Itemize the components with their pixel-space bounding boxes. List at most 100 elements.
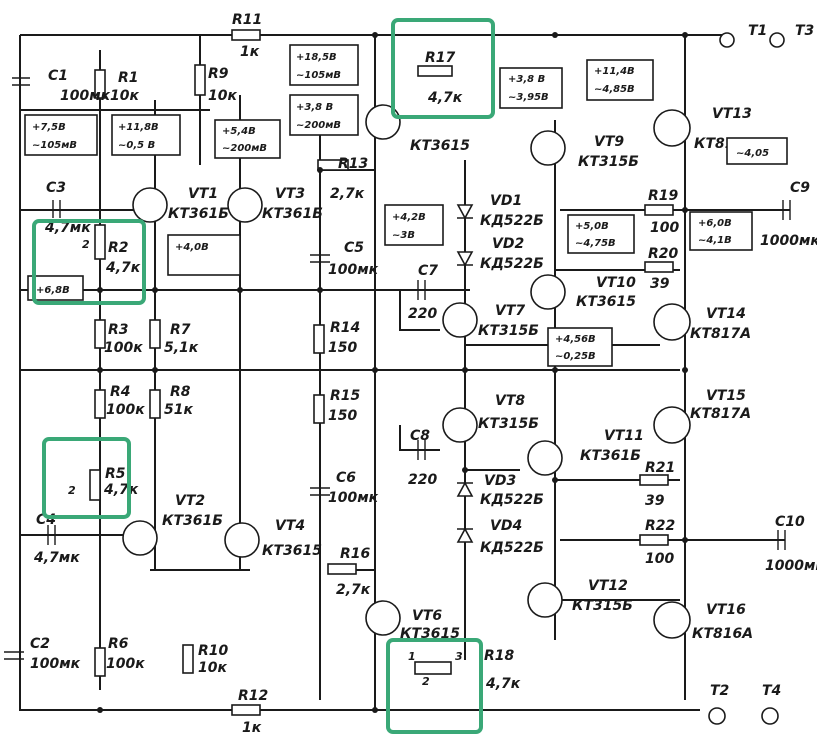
capacitor-c6 xyxy=(310,487,330,496)
vt6-ref: VT6 xyxy=(412,608,442,624)
vt7-ref: VT7 xyxy=(495,303,525,319)
vt11-ref: VT11 xyxy=(604,428,644,444)
r20-ref: R20 xyxy=(648,246,679,262)
r10-value: 10к xyxy=(198,660,227,676)
transistor-vt14-symbol xyxy=(653,303,691,341)
diode-vd3-symbol xyxy=(456,481,474,497)
r12-ref: R12 xyxy=(238,688,268,704)
capacitor-c4 xyxy=(47,525,56,545)
resistor-r19 xyxy=(644,204,674,216)
r16-ref: R16 xyxy=(340,546,371,562)
m9-line2: ~3В xyxy=(392,230,415,241)
r3-ref: R3 xyxy=(108,322,129,338)
c5-ref: C5 xyxy=(344,240,364,256)
c8-value: 220 xyxy=(408,472,437,488)
vd4-type: КД522Б xyxy=(480,540,544,556)
highlight-r17 xyxy=(391,18,495,119)
r5-ref: R5 xyxy=(105,466,126,482)
r16-value: 2,7к xyxy=(336,582,371,598)
capacitor-c3 xyxy=(52,200,61,218)
measurement-box-m4 xyxy=(289,44,359,86)
r3-value: 100к xyxy=(104,340,143,356)
r15-value: 150 xyxy=(328,408,357,424)
measurement-box-m9 xyxy=(384,204,444,246)
r14-ref: R14 xyxy=(330,320,360,336)
measurement-box-m7 xyxy=(586,59,654,101)
capacitor-c5 xyxy=(310,254,330,263)
transistor-vt3-symbol xyxy=(227,187,263,223)
m2-line1: +11,8В xyxy=(118,122,159,133)
measurement-box-m5 xyxy=(289,94,359,136)
m3-line2: ~200мВ xyxy=(222,143,267,154)
c3-value: 4,7мк xyxy=(44,220,91,236)
vt2-ref: VT2 xyxy=(175,493,205,509)
resistor-r16 xyxy=(327,563,357,575)
vt5-type: КТ3615 xyxy=(410,138,470,154)
m10-line1: +5,0В xyxy=(575,221,609,232)
r19-value: 100 xyxy=(650,220,679,236)
transistor-vt7-symbol xyxy=(442,302,478,338)
vt7-type: КТ315Б xyxy=(478,323,539,339)
r10-ref: R10 xyxy=(198,643,229,659)
transistor-vt16-symbol xyxy=(653,601,691,639)
r5-pin-2: 2 xyxy=(68,484,76,497)
resistor-r3 xyxy=(94,319,106,349)
r8-value: 51к xyxy=(164,402,193,418)
terminal-t4[interactable] xyxy=(761,707,779,725)
c6-value: 100мк xyxy=(328,490,379,506)
terminal-t2[interactable] xyxy=(708,707,726,725)
terminal-t2-label: T2 xyxy=(710,683,729,699)
r1-value: 10к xyxy=(110,88,139,104)
measurement-box-m14 xyxy=(27,275,84,301)
c8-ref: C8 xyxy=(410,428,430,444)
capacitor-c1 xyxy=(12,77,30,86)
vd1-type: КД522Б xyxy=(480,213,544,229)
vt11-type: КТ361Б xyxy=(580,448,641,464)
transistor-vt6-symbol xyxy=(365,600,401,636)
resistor-r2 xyxy=(94,224,106,260)
vt3-type: КТ361Б xyxy=(262,206,323,222)
vt12-type: КТ315Б xyxy=(572,598,633,614)
vd2-ref: VD2 xyxy=(492,236,524,252)
diode-vd1-symbol xyxy=(456,204,474,220)
vt14-type: КТ817А xyxy=(690,326,751,342)
c5-value: 100мк xyxy=(328,262,379,278)
measurement-box-m13 xyxy=(547,327,613,367)
vt15-ref: VT15 xyxy=(706,388,746,404)
vt12-ref: VT12 xyxy=(588,578,628,594)
measurement-boxes: +7,5В ~105мВ +11,8В ~0,5 В +5,4В ~200мВ … xyxy=(24,44,788,367)
r9-ref: R9 xyxy=(208,66,229,82)
r22-value: 100 xyxy=(645,551,674,567)
r18-ref: R18 xyxy=(484,648,515,664)
vd1-ref: VD1 xyxy=(490,193,522,209)
r2-value: 4,7к xyxy=(105,260,141,276)
m10-line2: ~4,75В xyxy=(575,238,616,249)
m12-line1: +4,0В xyxy=(175,242,209,253)
r19-ref: R19 xyxy=(648,188,679,204)
c10-ref: C10 xyxy=(775,514,805,530)
vt3-ref: VT3 xyxy=(275,186,305,202)
transistor-vt9-symbol xyxy=(530,130,566,166)
resistor-r21 xyxy=(639,474,669,486)
c10-value: 1000мк xyxy=(765,558,817,574)
measurement-box-m6 xyxy=(499,67,563,109)
m5-line1: +3,8 В xyxy=(296,102,333,113)
m7-line1: +11,4В xyxy=(594,66,635,77)
resistors: R11 1к R1 10к R9 10к R2 4,7к 2 R3 100к R… xyxy=(68,12,679,735)
capacitor-c2 xyxy=(4,651,24,660)
terminal-t3[interactable] xyxy=(769,32,785,48)
capacitors: C1 100мк C3 4,7мк C4 4,7мк C2 100мк C5 1… xyxy=(4,68,817,672)
resistor-r22 xyxy=(639,534,669,546)
m9-line1: +4,2В xyxy=(392,212,426,223)
resistor-r11 xyxy=(231,29,261,41)
m3-line1: +5,4В xyxy=(222,126,256,137)
transistor-vt8-symbol xyxy=(442,407,478,443)
capacitor-c7 xyxy=(417,280,426,300)
c9-ref: C9 xyxy=(790,180,810,196)
c3-ref: C3 xyxy=(46,180,66,196)
resistor-r17 xyxy=(417,65,453,77)
resistor-r6 xyxy=(94,647,106,677)
terminal-t1[interactable] xyxy=(719,32,735,48)
r14-value: 150 xyxy=(328,340,357,356)
c4-value: 4,7мк xyxy=(33,550,80,566)
